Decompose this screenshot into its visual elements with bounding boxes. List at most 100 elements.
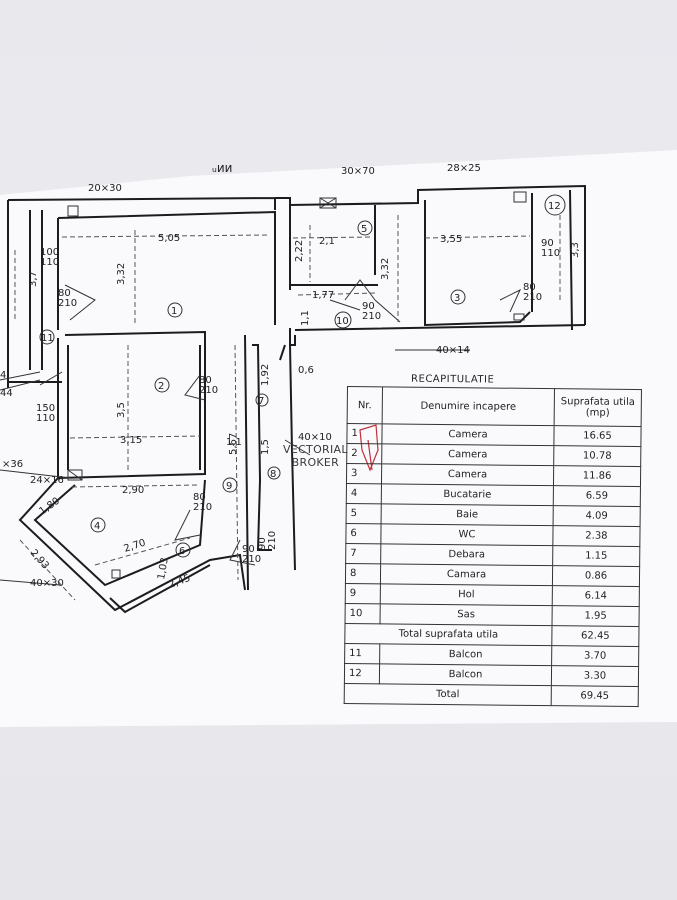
dimension-lines: [0, 215, 561, 601]
watermark-line-2: BROKER: [291, 456, 340, 469]
dim-label: 4: [0, 370, 6, 381]
row-name: Camara: [380, 563, 553, 586]
row-number: 10: [345, 603, 381, 624]
row-number: 3: [346, 463, 382, 484]
watermark: VECTORIAL BROKER: [283, 443, 348, 469]
row-name: Baie: [381, 503, 554, 526]
row-number: 2: [346, 443, 382, 464]
row-number: 9: [345, 583, 381, 604]
column-header-nr: Nr.: [347, 386, 383, 424]
room-number-9: 9: [226, 481, 232, 492]
row-number: 7: [345, 543, 381, 564]
room-number-5: 5: [361, 224, 367, 235]
dim-label: 2,90: [122, 485, 144, 496]
dim-label: 40×10: [298, 432, 332, 443]
dim-label: 2,22: [294, 240, 305, 262]
total-value: 69.45: [551, 685, 639, 707]
plan-walls: [7, 184, 586, 614]
table-header-row: Nr. Denumire incapere Suprafata utila (m…: [347, 386, 642, 427]
row-area: 11.86: [553, 465, 641, 487]
dim-label: 20×30: [88, 183, 122, 194]
row-area: 10.78: [553, 445, 641, 467]
watermark-line-1: VECTORIAL: [283, 443, 348, 456]
row-area: 1.95: [552, 605, 640, 627]
row-name: Bucatarie: [381, 483, 554, 506]
row-name: Camera: [381, 423, 555, 446]
row-name: Hol: [380, 583, 553, 606]
row-name: WC: [380, 523, 554, 546]
vent-symbols: [67, 191, 527, 579]
room-number-3: 3: [454, 293, 460, 304]
dim-label: 3,32: [380, 258, 391, 280]
dimension-labels: ᵤᴎᴎ 20×30 30×70 28×25 5,05 2,1 3,55 3,32…: [0, 161, 581, 591]
row-name: Balcon: [379, 643, 552, 666]
row-area: 3.30: [551, 665, 639, 687]
row-number: 6: [345, 523, 382, 544]
column-header-name: Denumire incapere: [382, 386, 555, 426]
dim-label: 0,6: [298, 365, 314, 376]
room-number-10: 10: [336, 316, 349, 327]
dim-label: 1,03: [156, 557, 171, 581]
row-number: 4: [346, 483, 382, 504]
row-area: 1.15: [552, 545, 640, 567]
dim-label: 3,55: [440, 234, 462, 245]
dim-label: 5,67: [228, 433, 239, 455]
dim-label: 44: [0, 388, 13, 399]
recap-title: RECAPITULATIE: [411, 373, 495, 386]
dim-label: 1,5: [260, 439, 271, 455]
dim-label: 1,92: [260, 364, 271, 386]
recap-table-block: RECAPITULATIE Nr. Denumire incapere Supr…: [344, 374, 642, 715]
row-name: Camera: [381, 463, 554, 486]
subtotal-label: Total suprafata utila: [344, 623, 553, 646]
dim-label: 5,05: [158, 233, 180, 244]
row-area: 0.86: [552, 565, 640, 587]
room-number-8: 8: [270, 469, 276, 480]
row-number: 1: [346, 423, 383, 444]
total-label: Total: [344, 683, 552, 706]
dim-label: 3,5: [116, 402, 127, 418]
subtotal-value: 62.45: [551, 625, 639, 647]
row-number: 12: [344, 663, 380, 684]
dim-label: 3,7: [28, 271, 39, 287]
room-number-1: 1: [171, 306, 177, 317]
dim-label: 1,1: [300, 310, 311, 326]
location-pin-icon: [359, 424, 379, 472]
dim-label: 30×70: [341, 166, 375, 177]
dim-label: 1,77: [312, 290, 334, 301]
row-area: 4.09: [553, 505, 641, 527]
row-name: Camera: [381, 443, 554, 466]
paper-sheet: [0, 150, 677, 727]
row-area: 6.59: [553, 485, 641, 507]
dim-label: 40×14: [436, 345, 470, 356]
row-area: 3.70: [551, 645, 639, 667]
room-number-11: 11: [41, 333, 54, 344]
dim-label: 3,15: [120, 435, 142, 446]
room-number-12: 12: [548, 201, 561, 212]
dim-label: 3,32: [116, 263, 127, 285]
dim-label: 1,1: [226, 437, 242, 448]
room-number-7: 7: [258, 396, 264, 407]
dim-label: 40×30: [30, 578, 64, 589]
room-number-6: 6: [179, 546, 185, 557]
room-number-4: 4: [94, 521, 100, 532]
room-number-2: 2: [158, 381, 164, 392]
recap-table: Nr. Denumire incapere Suprafata utila (m…: [344, 386, 642, 707]
room-markers: [39, 194, 566, 558]
dim-label: 28×25: [447, 163, 481, 174]
row-area: 6.14: [552, 585, 640, 607]
row-area: 16.65: [553, 425, 642, 447]
row-number: 8: [345, 563, 381, 584]
row-number: 11: [344, 643, 380, 664]
total-row: Total 69.45: [344, 683, 639, 707]
